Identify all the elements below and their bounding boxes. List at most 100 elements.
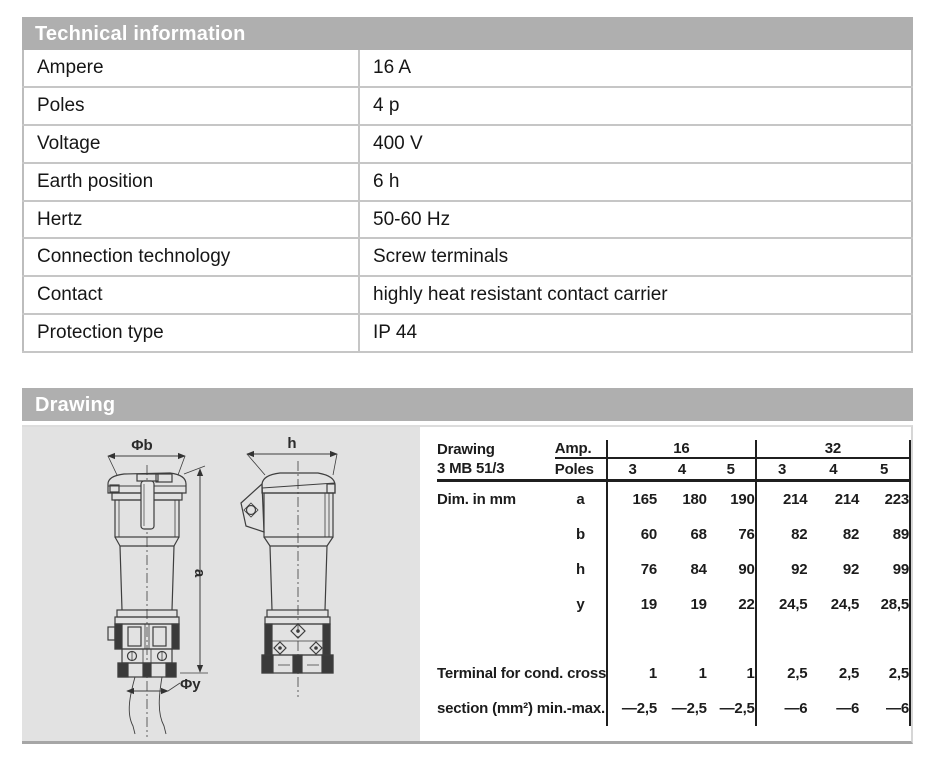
amp-label: Amp. [554,440,608,460]
poles-16-5: 5 [706,458,756,483]
terminal-value: —6 [754,691,808,727]
amp-group-16: 16 [606,440,756,460]
dimension-table: Drawing Amp. 16 32 3 MB 51/3 Poles 3 4 5… [437,440,912,727]
dim-value: 165 [606,480,657,518]
spec-value: 50-60 Hz [358,200,912,240]
dim-value: 223 [859,480,911,518]
table-row: Ampere 16 A [23,50,912,88]
poles-label: Poles [554,458,608,483]
spec-value: IP 44 [358,314,912,354]
terminal-value: 2,5 [754,656,808,692]
dim-value: 214 [834,491,860,509]
technical-information-section: Technical information Ampere 16 A Poles … [22,17,913,354]
terminal-value: 2,5 [838,665,860,683]
terminal-value: 1 [746,665,755,683]
spec-value: 400 V [358,124,912,164]
dimension-table-area: Drawing Amp. 16 32 3 MB 51/3 Poles 3 4 5… [437,440,912,727]
dim-value: 190 [730,491,755,509]
spec-label: Contact [23,276,359,316]
spacer-row [437,622,911,657]
dim-value: 180 [682,491,707,509]
dim-value: 24,5 [830,596,860,614]
terminal-value: 1 [606,656,657,692]
spec-value: Screw terminals [358,238,912,278]
technical-information-header: Technical information [22,17,913,50]
dim-name: b [575,526,585,544]
spec-label: Connection technology [23,238,359,278]
amp-group-32: 32 [754,440,912,460]
dim-value: 24,5 [754,587,808,623]
dim-value: 76 [606,552,657,588]
poles-32-5: 5 [859,458,911,483]
page-content: Technical information Ampere 16 A Poles … [22,17,913,745]
poles-16-3: 3 [606,458,657,483]
dim-value: 89 [859,517,911,553]
spec-value: 16 A [358,50,912,88]
dim-value: 82 [754,517,808,553]
dim-row-y: y 19 19 22 24,5 24,5 28,5 [437,587,911,623]
spec-label: Earth position [23,162,359,202]
spec-value: 4 p [358,86,912,126]
dim-value: 76 [738,526,755,544]
dim-label-a: a [191,569,208,578]
dimension-labels: Φb h a Φy [131,435,296,693]
dim-value: 82 [842,526,860,544]
section-title: Drawing [35,394,116,417]
drawing-section: Drawing [22,388,913,745]
terminal-value: 1 [698,665,707,683]
terminal-value: —2,5 [719,700,755,718]
dim-row-a: Dim. in mm a 165 180 190 214 214 223 [437,480,911,518]
dim-value: 28,5 [859,587,911,623]
dim-value: 68 [690,526,707,544]
spec-label: Voltage [23,124,359,164]
table-row: Hertz 50-60 Hz [23,200,912,240]
connector-technical-drawing: Φb h a Φy [107,435,338,738]
dim-value: 19 [606,587,657,623]
dim-value: 92 [842,561,860,579]
front-view [107,452,208,738]
table-row: Voltage 400 V [23,124,912,164]
terminal-label: section (mm²) min.-max. [437,700,605,718]
table-row: Connection technology Screw terminals [23,238,912,278]
drawing-code: 3 MB 51/3 [437,458,555,483]
spec-value: highly heat resistant contact carrier [358,276,912,316]
table-row: Protection type IP 44 [23,314,912,354]
terminal-row-1: Terminal for cond. cross 1 1 1 2,5 2,5 2… [437,656,911,692]
dim-value: 60 [606,517,657,553]
terminal-value: —2,5 [606,691,657,727]
dim-value: 90 [738,561,755,579]
spec-value: 6 h [358,162,912,202]
drawing-header: Drawing [22,388,913,422]
dim-value: 92 [754,552,808,588]
side-view [240,450,338,698]
terminal-value: 2,5 [859,656,911,692]
spec-label: Protection type [23,314,359,354]
terminal-value: —6 [836,700,860,718]
terminal-value: —6 [859,691,911,727]
dim-label-h: h [287,435,296,452]
table-row: Contact highly heat resistant contact ca… [23,276,912,316]
dim-name: h [575,561,585,579]
poles-32-4: 4 [807,458,860,483]
dim-value: 84 [690,561,707,579]
dim-in-mm-label: Dim. in mm [437,491,516,509]
dim-name: a [576,491,585,509]
drawing-label: Drawing [437,440,495,458]
dim-name: y [576,596,585,614]
dim-label-phi-b: Φb [131,437,152,454]
terminal-row-2: section (mm²) min.-max. —2,5 —2,5 —2,5 —… [437,691,911,727]
dim-row-h: h 76 84 90 92 92 99 [437,552,911,588]
poles-32-3: 3 [754,458,808,483]
dim-value: 214 [754,480,808,518]
dim-value: 22 [738,596,755,614]
terminal-value: —2,5 [671,700,707,718]
terminal-label: Terminal for cond. cross [437,665,607,683]
amp-header-row: Drawing Amp. 16 32 [437,440,912,460]
poles-16-4: 4 [656,458,707,483]
technical-information-table: Ampere 16 A Poles 4 p Voltage 400 V Eart… [22,50,913,354]
technical-drawing-panel: Φb h a Φy [22,427,420,742]
dim-value: 19 [690,596,707,614]
dim-label-phi-y: Φy [180,676,201,693]
dim-value: 99 [859,552,911,588]
spec-label: Poles [23,86,359,126]
